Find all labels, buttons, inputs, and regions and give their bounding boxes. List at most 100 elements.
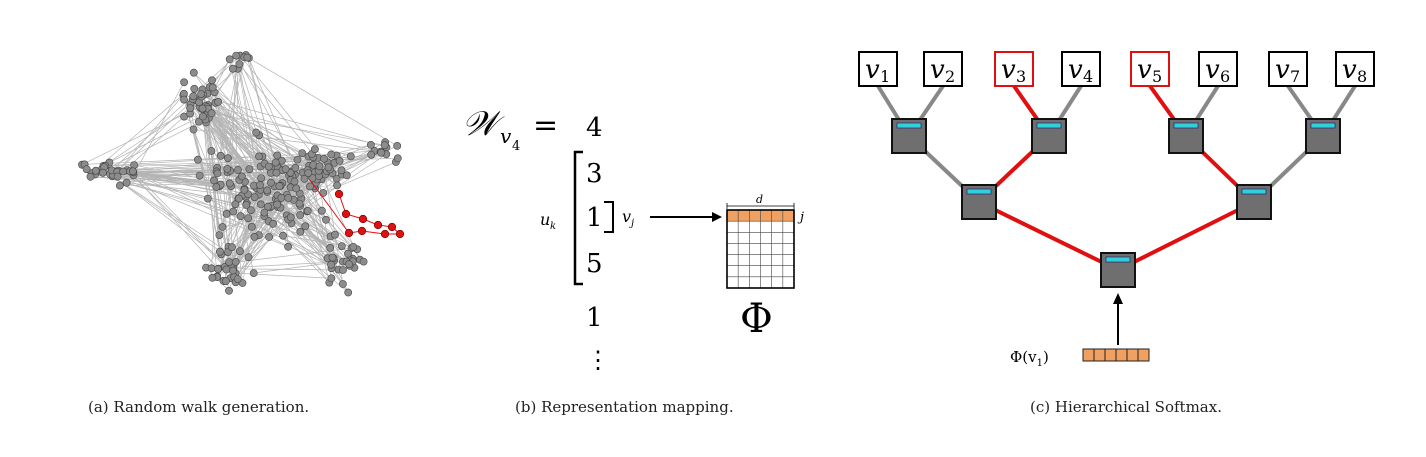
graph-edge [226,213,289,220]
tree-node-strip [966,188,992,195]
walk-node [341,209,351,219]
tree-node-strip [1310,122,1336,129]
graph-node [252,128,260,137]
graph-edge [201,96,387,148]
graph-node [216,151,225,160]
graph-node [322,215,330,224]
graph-edge [205,59,231,107]
graph-edge [211,112,385,146]
random-walk-path [309,179,405,239]
tree-node-strip [1173,122,1199,129]
graph-node [286,213,295,222]
graph-node [86,172,95,181]
graph-node [225,286,233,295]
walk-subscript: v [500,124,512,148]
leaf-label-sub: 2 [945,67,955,86]
graph-node [264,162,273,171]
graph-node [213,169,222,178]
graph-node [189,68,198,77]
tree-nodes [891,118,1341,288]
graph-node [99,168,107,177]
graph-node [193,155,202,164]
graph-node [267,178,275,187]
graph-node [233,166,242,174]
embedding-matrix [726,203,795,289]
graph-edge [239,55,325,159]
graph-node [210,176,218,185]
graph-node [319,189,328,197]
graph-node [345,260,353,269]
graph-edge [239,64,261,191]
graph-edge [205,119,261,191]
graph-node [246,206,255,215]
graph-edge [217,189,261,270]
equals-sign: = [533,108,558,143]
graph-node [377,148,386,157]
graph-node [327,260,335,269]
graph-node [197,90,205,98]
target-bracket [604,201,614,233]
vector-cell [1082,348,1095,362]
graph-node [229,266,237,275]
vector-cell [1104,348,1117,362]
window-label-sub: k [550,221,556,232]
graph-node [235,60,244,69]
graph-node [284,194,293,202]
graph-node [242,200,251,209]
walk-node [387,222,397,232]
graph-edge [126,169,261,191]
graph-edge [216,186,269,222]
graph-edge [118,170,278,205]
walk-value: 1 [586,203,603,233]
graph-node [256,200,265,209]
matrix-border [726,209,795,289]
graph-node [342,171,351,180]
graph-node [284,242,292,251]
graph-node [257,174,266,182]
graph-node [236,247,244,256]
leaf-box [1198,51,1238,87]
matrix-dim-label: d [756,193,763,206]
graph-node [189,125,198,134]
graph-node [222,265,231,274]
walk-symbol: 𝒲 [462,104,505,144]
graph-node [225,258,234,266]
graph-edge [109,112,208,163]
graph-node [337,166,346,175]
vector-cell [1126,348,1139,362]
graph-node [301,222,310,231]
graph-node [207,109,216,118]
graph-node [234,194,243,203]
graph-edge [264,212,335,262]
graph-node [296,211,305,219]
walk-value: 3 [586,159,603,189]
graph-edge [195,99,347,176]
leaf-label-sub: 4 [1083,67,1093,86]
graph-node [250,193,259,202]
tree-node-strip [1105,256,1131,263]
graph-node [269,219,277,228]
graph-node [203,194,212,203]
input-label-main: Φ(v [1010,348,1037,366]
graph-node [215,247,224,256]
graph-node [273,200,282,209]
graph-edge [117,176,251,211]
graph-node [214,98,222,106]
graph-node [359,257,368,266]
graph-node [260,208,269,217]
graph-node [324,163,333,172]
graph-node [208,76,216,85]
leaf-box [1335,51,1375,87]
graph-node [255,152,263,161]
graph-node [119,167,128,176]
target-label: v [622,207,631,226]
graph-node [304,169,313,177]
graph-node [231,257,240,266]
graph-node [113,172,122,181]
graph-node [231,200,240,209]
graph-edge [245,196,330,283]
graph-node [122,178,131,187]
graph-node [208,273,217,282]
graph-node [291,163,300,172]
